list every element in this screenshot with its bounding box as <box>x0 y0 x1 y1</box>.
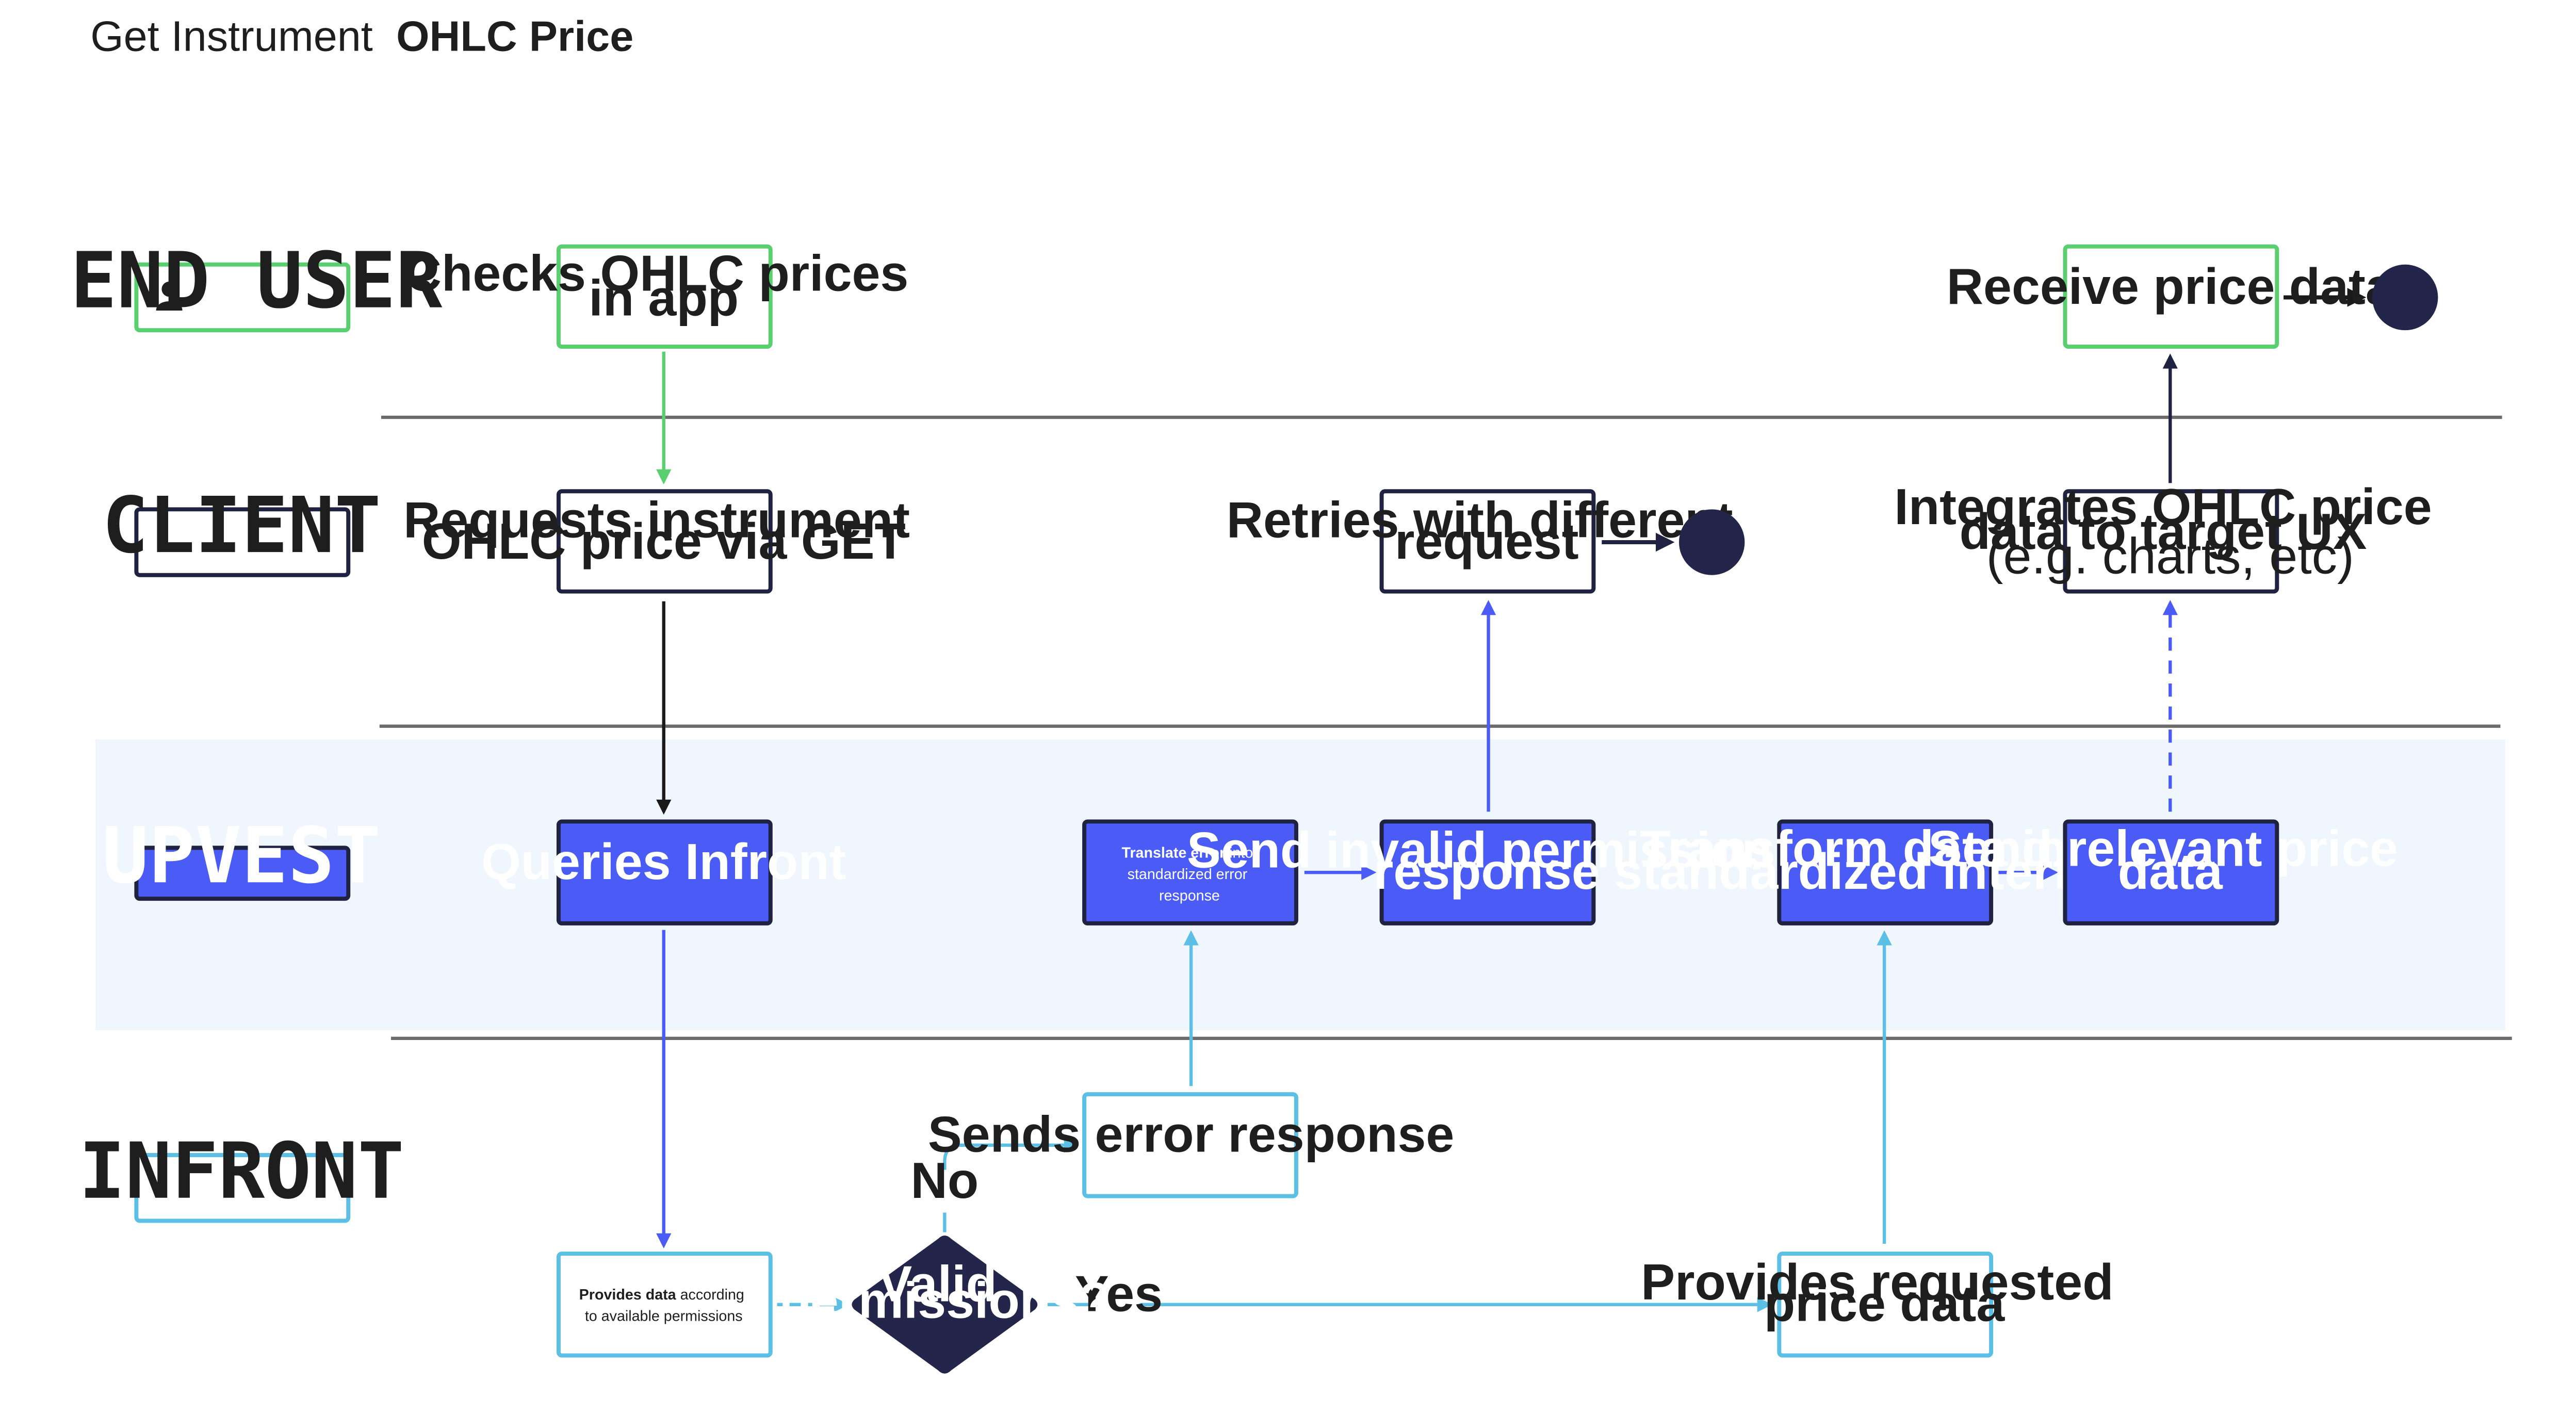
node-queries-infront: Queries Infront <box>481 819 846 925</box>
lane-label-end-user-text: END USER <box>70 236 443 326</box>
node-queries-line1: Queries Infront <box>481 833 846 890</box>
node-translate-line3: response <box>1159 887 1220 904</box>
lane-label-infront: INFRONT <box>79 1127 404 1223</box>
lane-label-upvest: UPVEST <box>102 811 381 901</box>
edge-no-to-sends-error <box>943 1138 1080 1170</box>
person-icon <box>156 281 183 311</box>
node-provides-bold: Provides data <box>579 1287 677 1303</box>
node-checks-line2: in app <box>589 269 739 326</box>
node-provides-rest: according <box>676 1287 744 1303</box>
node-provides-requested: Provides requested price data <box>1641 1252 2128 1358</box>
node-provides-requested-line2: price data <box>1764 1275 2005 1332</box>
page-title: Get Instrument OHLC Price <box>90 12 633 60</box>
node-send-relevant-line2: data <box>2118 843 2223 900</box>
node-retries-line2: request <box>1395 513 1579 570</box>
svg-text:Provides data according: Provides data according to available per… <box>579 1287 748 1324</box>
svg-text:Sends error response: Sends error response <box>928 1106 1455 1163</box>
edge-label-no: No <box>911 1152 979 1209</box>
decision-valid-permissions: Valid permissions? <box>779 1236 1110 1374</box>
node-translate-line2: standardized error <box>1128 866 1248 883</box>
lane-label-client: CLIENT <box>102 481 381 577</box>
edge-label-yes: Yes <box>1075 1265 1163 1322</box>
svg-text:Valid permissions?: Valid permissions? <box>779 1255 1110 1328</box>
svg-text:Receive price data: Receive price data <box>1947 258 2394 315</box>
svg-text:Translate error into sta: Translate error into standardized error … <box>1121 845 1257 904</box>
node-checks-line1: Checks OHLC prices <box>405 245 909 302</box>
svg-text:Send relevant price data: Send relevant price data <box>1928 820 2412 900</box>
node-requests-line1: Requests instrument <box>403 491 910 548</box>
end-terminal-client <box>1679 509 1745 575</box>
node-integrates-line1: Integrates OHLC price <box>1894 478 2432 535</box>
node-send-invalid-line1: Send invalid permission <box>1187 822 1773 879</box>
node-sends-error-response: Sends error response <box>928 1092 1455 1198</box>
svg-text:Integrates OHLC price da: Integrates OHLC price data to target UX … <box>1894 478 2446 584</box>
lane-label-upvest-text: UPVEST <box>102 811 381 901</box>
svg-text:Retries with different r: Retries with different request <box>1227 491 1747 569</box>
node-send-relevant-line1: Send relevant price <box>1928 820 2398 876</box>
node-translate-error: Translate error into standardized error … <box>1082 819 1298 925</box>
svg-text:Provides requested price: Provides requested price data <box>1641 1254 2128 1331</box>
node-integrates-line3: (e.g. charts, etc) <box>1986 528 2354 584</box>
page-title-regular: Get Instrument <box>90 12 373 60</box>
node-retries-line1: Retries with different <box>1227 491 1733 548</box>
svg-text:Checks OHLC prices in ap: Checks OHLC prices in app <box>405 245 923 327</box>
node-send-relevant-price: Send relevant price data <box>1928 819 2412 925</box>
node-send-invalid-line2: response <box>1374 843 1600 900</box>
node-provides-line2: to available permissions <box>585 1308 743 1325</box>
node-translate-bold: Translate error <box>1121 845 1225 862</box>
decision-line2: permissions? <box>779 1272 1110 1328</box>
node-receive-price-data: Receive price data <box>1947 244 2394 349</box>
node-retries-different-request: Retries with different request <box>1227 489 1747 594</box>
node-receive-line1: Receive price data <box>1947 258 2394 315</box>
node-requests-instrument: Requests instrument OHLC price via GET <box>403 489 924 594</box>
node-provides-data: Provides data according to available per… <box>556 1252 773 1358</box>
lane-label-client-text: CLIENT <box>102 481 381 571</box>
node-checks-ohlc-prices: Checks OHLC prices in app <box>405 244 923 349</box>
svg-text:Send invalid permission: Send invalid permission response <box>1187 822 1787 900</box>
svg-text:Requests instrument OHLC: Requests instrument OHLC price via GET <box>403 491 924 569</box>
page-title-bold: OHLC Price <box>396 12 633 60</box>
node-requests-line2: OHLC price via GET <box>422 513 906 570</box>
node-integrates-line2: data to target UX <box>1960 503 2367 560</box>
node-integrates-ohlc: Integrates OHLC price data to target UX … <box>1894 478 2446 594</box>
lane-label-infront-text: INFRONT <box>79 1127 404 1216</box>
node-send-invalid-permission: Send invalid permission response <box>1187 819 1787 925</box>
node-transform-line1: Transform data into <box>1640 820 2115 876</box>
end-terminal-user <box>2372 264 2438 331</box>
lane-label-end-user: END USER <box>70 236 443 333</box>
node-translate-rest: into <box>1225 845 1253 862</box>
svg-text:Queries Infront: Queries Infront <box>481 833 846 890</box>
node-sends-error-line1: Sends error response <box>928 1106 1455 1163</box>
node-provides-requested-line1: Provides requested <box>1641 1254 2113 1310</box>
decision-line1: Valid <box>878 1255 997 1312</box>
